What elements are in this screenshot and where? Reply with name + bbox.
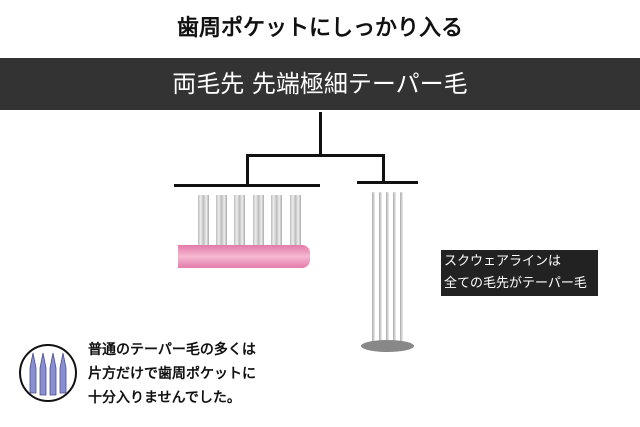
note-line: スクウェアラインは xyxy=(444,254,562,269)
product-feature-banner: 両毛先 先端極細テーパー毛 xyxy=(0,58,640,110)
description-line: 普通のテーパー毛の多くは xyxy=(88,342,256,358)
callout-note: スクウェアラインは 全ての毛先がテーパー毛 xyxy=(441,250,598,296)
headline: 歯周ポケットにしっかり入る xyxy=(176,16,463,41)
toothbrush-handle xyxy=(178,245,310,268)
description-line: 十分入りませんでした。 xyxy=(88,390,241,406)
tapered-bristle-icon xyxy=(19,344,77,402)
description-text: 普通のテーパー毛の多くは 片方だけで歯周ポケットに 十分入りませんでした。 xyxy=(88,338,256,410)
note-line: 全ての毛先がテーパー毛 xyxy=(444,276,587,291)
description-line: 片方だけで歯周ポケットに xyxy=(88,366,256,382)
